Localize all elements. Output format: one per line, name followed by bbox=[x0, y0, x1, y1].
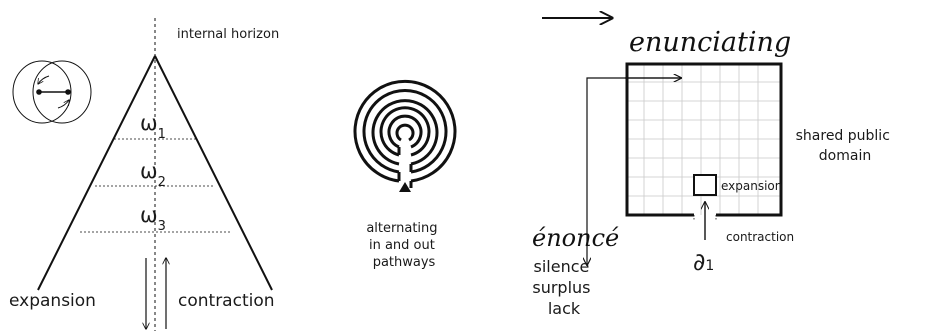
grid bbox=[625, 62, 783, 220]
horizon-label: internal horizon bbox=[177, 27, 279, 42]
shared-public-domain-label: shared public domain bbox=[796, 128, 895, 164]
boundary-symbol: ∂1 bbox=[693, 248, 714, 276]
level-omega-2: ω2 bbox=[140, 159, 166, 190]
overlapping-circles-icon bbox=[12, 60, 92, 124]
grid-expansion-label: expansion bbox=[721, 179, 782, 193]
level-omega-1: ω1 bbox=[140, 111, 166, 142]
cone-left-side bbox=[37, 55, 156, 291]
expansion-cell bbox=[693, 174, 717, 196]
grid-contraction-label: contraction bbox=[726, 230, 794, 244]
labyrinth-icon bbox=[353, 79, 457, 192]
level-omega-3: ω3 bbox=[140, 203, 166, 234]
enonce-label: énoncé bbox=[532, 224, 619, 252]
enonce-notes: silence surplus lack bbox=[532, 257, 595, 318]
enunciating-diagram: enunciating bbox=[532, 18, 895, 318]
contraction-label: contraction bbox=[178, 291, 275, 311]
cone-right-side bbox=[154, 55, 273, 291]
labyrinth-caption: alternating in and out pathways bbox=[366, 221, 441, 270]
expansion-label: expansion bbox=[9, 291, 96, 311]
cone-diagram: internal horizon ω1 ω2 ω3 expansion cont… bbox=[9, 18, 279, 331]
enunciating-label: enunciating bbox=[629, 27, 791, 58]
